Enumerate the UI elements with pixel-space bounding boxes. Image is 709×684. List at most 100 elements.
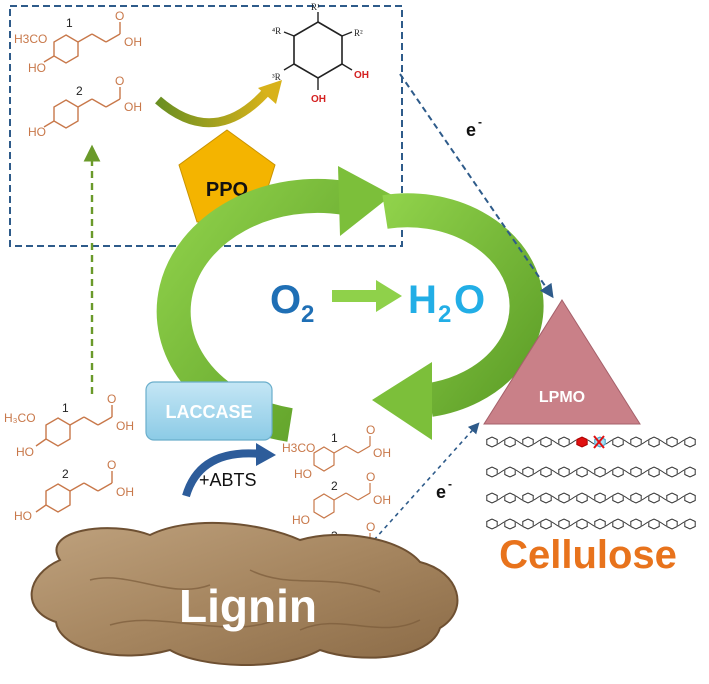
acid-oh-label: OH <box>124 35 142 49</box>
glucose-unit <box>504 492 516 504</box>
ho-label: HO <box>16 445 34 459</box>
ho-label: HO <box>28 61 46 75</box>
glucose-unit <box>630 492 642 504</box>
glucose-unit <box>612 466 624 478</box>
glycosidic-bond <box>587 521 595 527</box>
cycle-arrowhead-bottom <box>372 362 432 440</box>
acid-oh-label: OH <box>373 493 391 507</box>
glucose-unit <box>648 466 660 478</box>
h2o-o-label: O <box>454 278 485 322</box>
glycosidic-bond <box>659 469 667 475</box>
ho-label: HO <box>28 125 46 139</box>
glycosidic-bond <box>641 495 649 501</box>
oxo-label: O <box>115 9 124 23</box>
glucose-unit <box>630 466 642 478</box>
glycosidic-bond <box>677 439 685 445</box>
oxo-label: O <box>366 423 375 437</box>
glycosidic-bond <box>605 469 613 475</box>
glucose-unit <box>648 492 660 504</box>
o2-label: O <box>270 278 301 322</box>
glucose-unit <box>594 518 606 530</box>
glucose-unit <box>540 492 552 504</box>
ppo-label: PPO <box>206 179 248 201</box>
catechol-product: R¹ R² ⁴R ³R OH OH <box>272 2 369 105</box>
glycosidic-bond <box>551 521 559 527</box>
glucose-unit <box>684 492 696 504</box>
glucose-unit <box>486 436 498 448</box>
glycosidic-bond <box>551 469 559 475</box>
glycosidic-bond <box>497 439 505 445</box>
methoxy-label: H3CO <box>282 441 315 455</box>
ppo-conversion-arrow <box>155 87 272 128</box>
glycosidic-bond <box>623 495 631 501</box>
catechol-oh-label-1: OH <box>354 70 369 81</box>
glucose-unit <box>558 492 570 504</box>
catechol-oh-label-2: OH <box>311 94 326 105</box>
glycosidic-bond <box>533 495 541 501</box>
glucose-unit <box>576 466 588 478</box>
glucose-unit <box>522 436 534 448</box>
glycosidic-bond <box>497 469 505 475</box>
ho-label: HO <box>294 467 312 481</box>
glycosidic-bond <box>641 439 649 445</box>
glucose-unit <box>540 518 552 530</box>
glucose-unit <box>558 436 570 448</box>
glucose-unit <box>558 466 570 478</box>
reaction-o2-to-h2o: O 2 H 2 O <box>270 278 485 328</box>
glucose-unit <box>540 436 552 448</box>
glucose-unit <box>504 466 516 478</box>
glucose-unit <box>576 518 588 530</box>
glycosidic-bond <box>587 469 595 475</box>
methoxy-label: H₃CO <box>4 411 36 425</box>
cellulose-label: Cellulose <box>499 533 677 577</box>
glucose-unit <box>504 436 516 448</box>
electron-label-bottom: e <box>436 482 446 502</box>
glucose-unit <box>504 518 516 530</box>
lignin-label: Lignin <box>179 580 317 632</box>
glucose-unit <box>648 436 660 448</box>
glycosidic-bond <box>677 495 685 501</box>
glucose-unit <box>594 466 606 478</box>
glycosidic-bond <box>659 495 667 501</box>
o2-subscript: 2 <box>301 301 314 328</box>
glycosidic-bond <box>569 439 577 445</box>
glycosidic-bond <box>515 495 523 501</box>
acid-oh-label: OH <box>116 419 134 433</box>
glucose-unit <box>486 518 498 530</box>
glucose-unit <box>666 436 678 448</box>
glycosidic-bond <box>677 469 685 475</box>
glycosidic-bond <box>659 521 667 527</box>
glucose-unit <box>576 436 588 448</box>
reaction-arrow-shaft <box>332 290 378 302</box>
compound-ferulic-acid-top: 1 H3CO O OH HO <box>14 9 142 75</box>
glucose-unit <box>522 518 534 530</box>
cellulose-chains <box>486 435 696 530</box>
glycosidic-bond <box>623 439 631 445</box>
glucose-unit <box>486 492 498 504</box>
glycosidic-bond <box>569 495 577 501</box>
compound-number: 2 <box>331 479 338 493</box>
glycosidic-bond <box>551 439 559 445</box>
cycle-arrow-right <box>382 193 544 417</box>
glycosidic-bond <box>587 495 595 501</box>
electron-label-top: e <box>466 120 476 140</box>
glycosidic-bond <box>605 439 613 445</box>
r4-label: ⁴R <box>272 26 281 36</box>
methoxy-label: H3CO <box>14 32 47 46</box>
glycosidic-bond <box>569 469 577 475</box>
glycosidic-bond <box>641 521 649 527</box>
oxo-label: O <box>366 520 375 534</box>
acid-oh-label: OH <box>124 100 142 114</box>
glucose-unit <box>630 518 642 530</box>
compound-number: 2 <box>62 467 69 481</box>
ppo-arrow-head <box>258 80 282 104</box>
cycle-arrowhead-top <box>338 166 392 236</box>
compound-ferulic-acid-left: 1 H₃CO O OH HO <box>4 392 134 459</box>
abts-arrow-head <box>256 443 276 466</box>
compound-number: 1 <box>62 401 69 415</box>
reaction-arrow-head <box>376 280 402 312</box>
abts-arrow <box>182 449 263 498</box>
glucose-unit <box>540 466 552 478</box>
